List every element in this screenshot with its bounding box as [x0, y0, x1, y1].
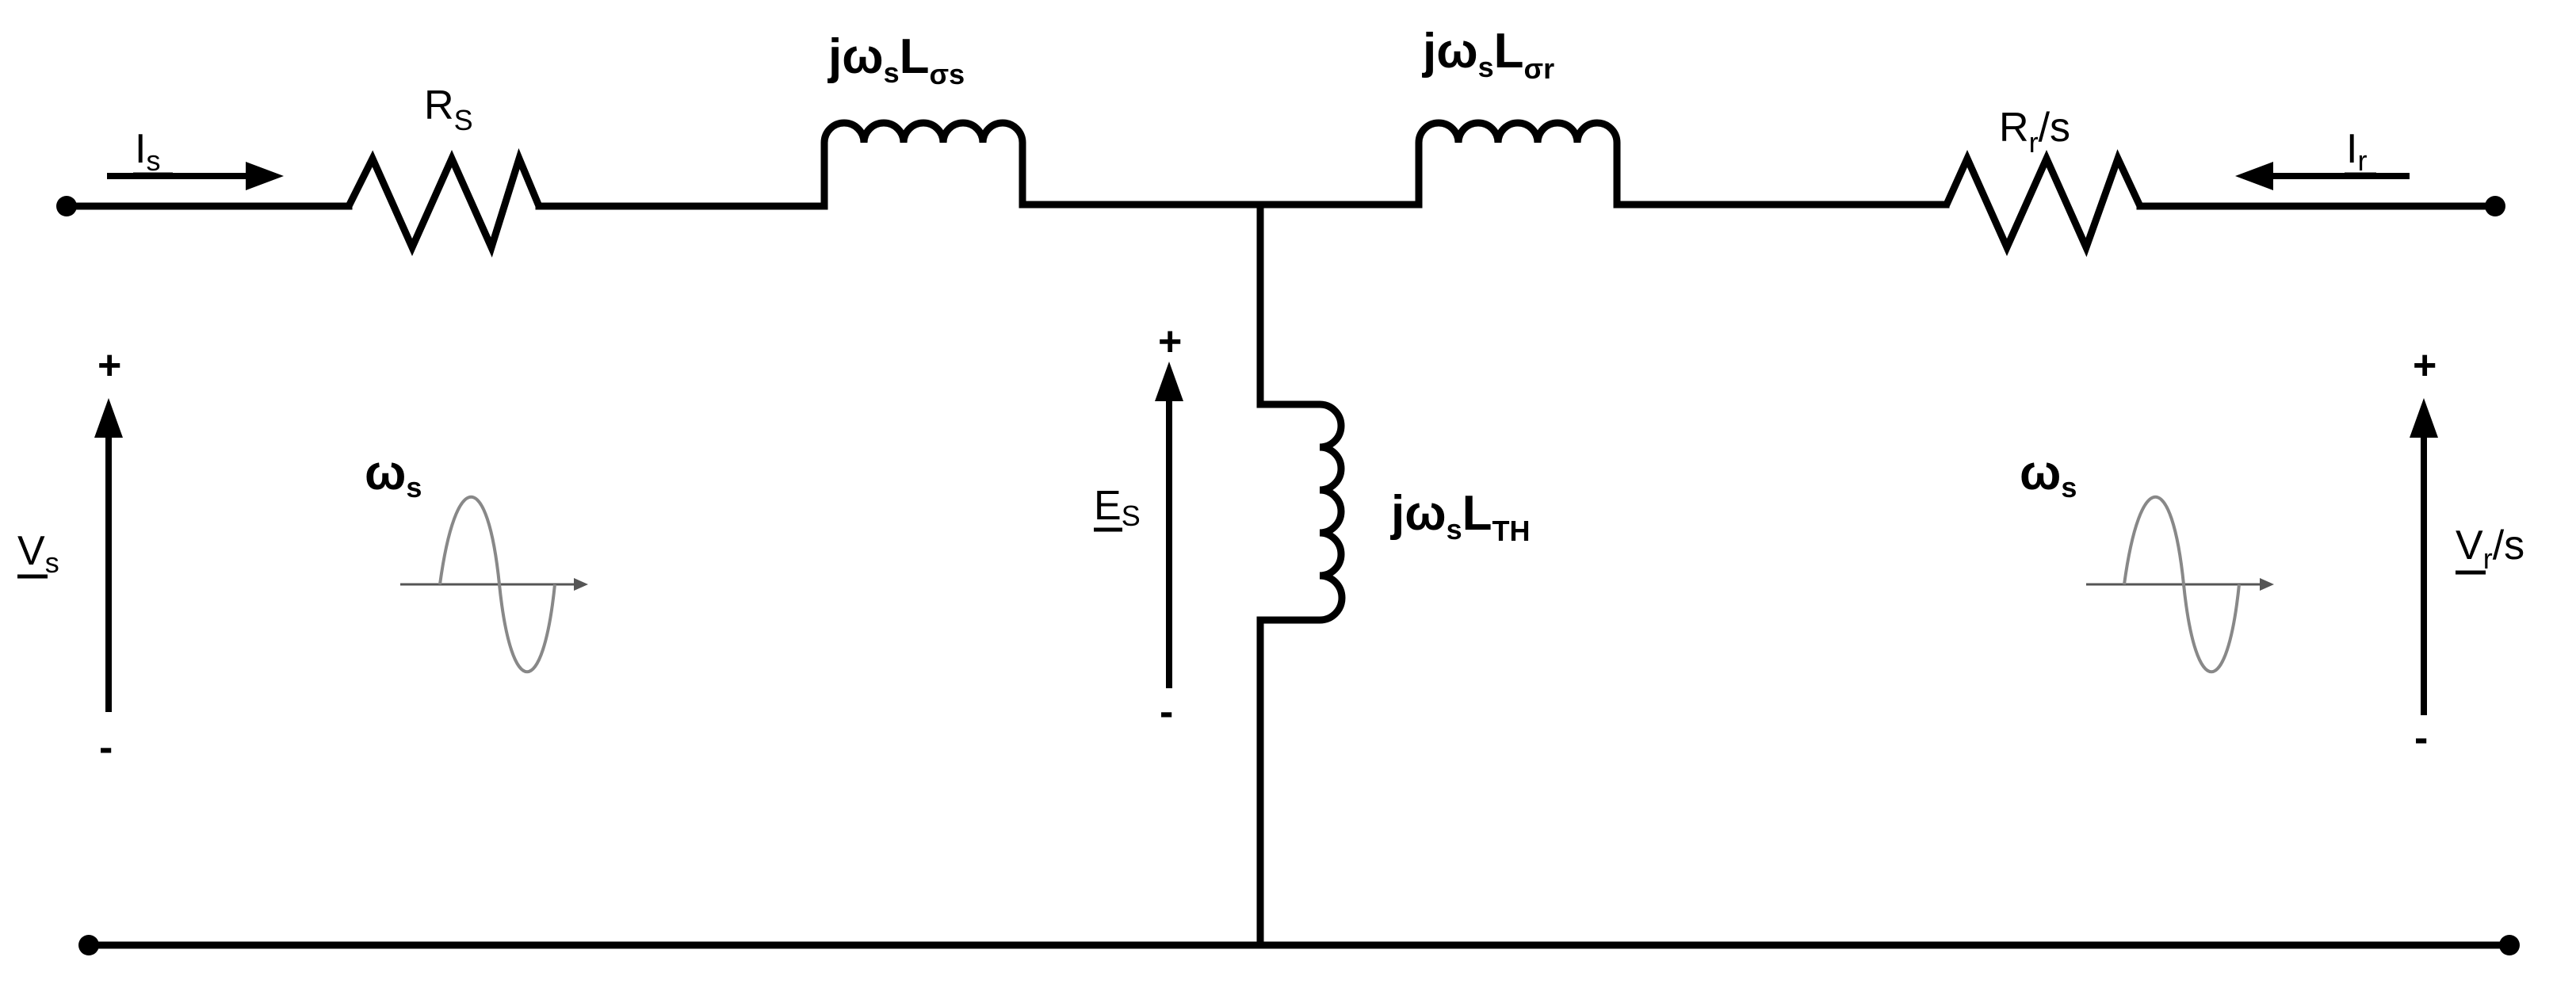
rotor-current-arrow: [2235, 162, 2410, 190]
airgap-emf-arrow: [1155, 362, 1183, 688]
stator-voltage-label: Vs: [17, 528, 59, 579]
stator-current-arrow: [107, 162, 284, 190]
rotor-resistor-rr: [1942, 149, 2144, 258]
rotor-voltage-plus-sign: +: [2413, 343, 2436, 389]
rotor-frequency-label: ωs: [2020, 446, 2077, 503]
stator-top-terminal: [56, 196, 77, 216]
rotor-leakage-reactance-label: jωsLσr: [1422, 24, 1554, 85]
stator-resistance-label: RS: [424, 82, 473, 136]
stator-voltage-plus-sign: +: [97, 343, 121, 389]
rotor-resistance-label: Rr/s: [1999, 105, 2070, 159]
stator-sine-wave-icon: [400, 496, 588, 673]
rotor-leakage-inductor: [1415, 119, 1621, 205]
rotor-sine-wave-icon: [2086, 496, 2274, 673]
rotor-current-label: Ir: [2346, 126, 2367, 177]
rotor-top-terminal: [2485, 196, 2505, 216]
rotor-bottom-terminal: [2499, 935, 2520, 955]
rotor-voltage-label: Vr/s: [2456, 523, 2524, 575]
stator-leakage-reactance-label: jωsLσs: [827, 29, 965, 90]
stator-frequency-label: ωs: [365, 446, 422, 503]
stator-voltage-minus-sign: -: [99, 725, 113, 771]
rotor-voltage-arrow: [2410, 398, 2438, 715]
airgap-emf-minus-sign: -: [1160, 689, 1173, 735]
terminal-nodes: [56, 196, 2520, 955]
magnetizing-inductor-lth: [1260, 400, 1346, 624]
magnetizing-reactance-label: jωsLTH: [1390, 486, 1531, 547]
airgap-emf-plus-sign: +: [1158, 319, 1182, 365]
stator-bottom-terminal: [78, 935, 99, 955]
airgap-emf-label: ES: [1094, 483, 1141, 532]
stator-leakage-inductor: [820, 119, 1026, 206]
stator-current-label: Is: [135, 126, 160, 177]
stator-voltage-arrow: [94, 398, 123, 712]
stator-resistor-rs: [345, 147, 543, 258]
rotor-voltage-minus-sign: -: [2414, 715, 2428, 761]
top-wire-segments: [63, 201, 2499, 210]
